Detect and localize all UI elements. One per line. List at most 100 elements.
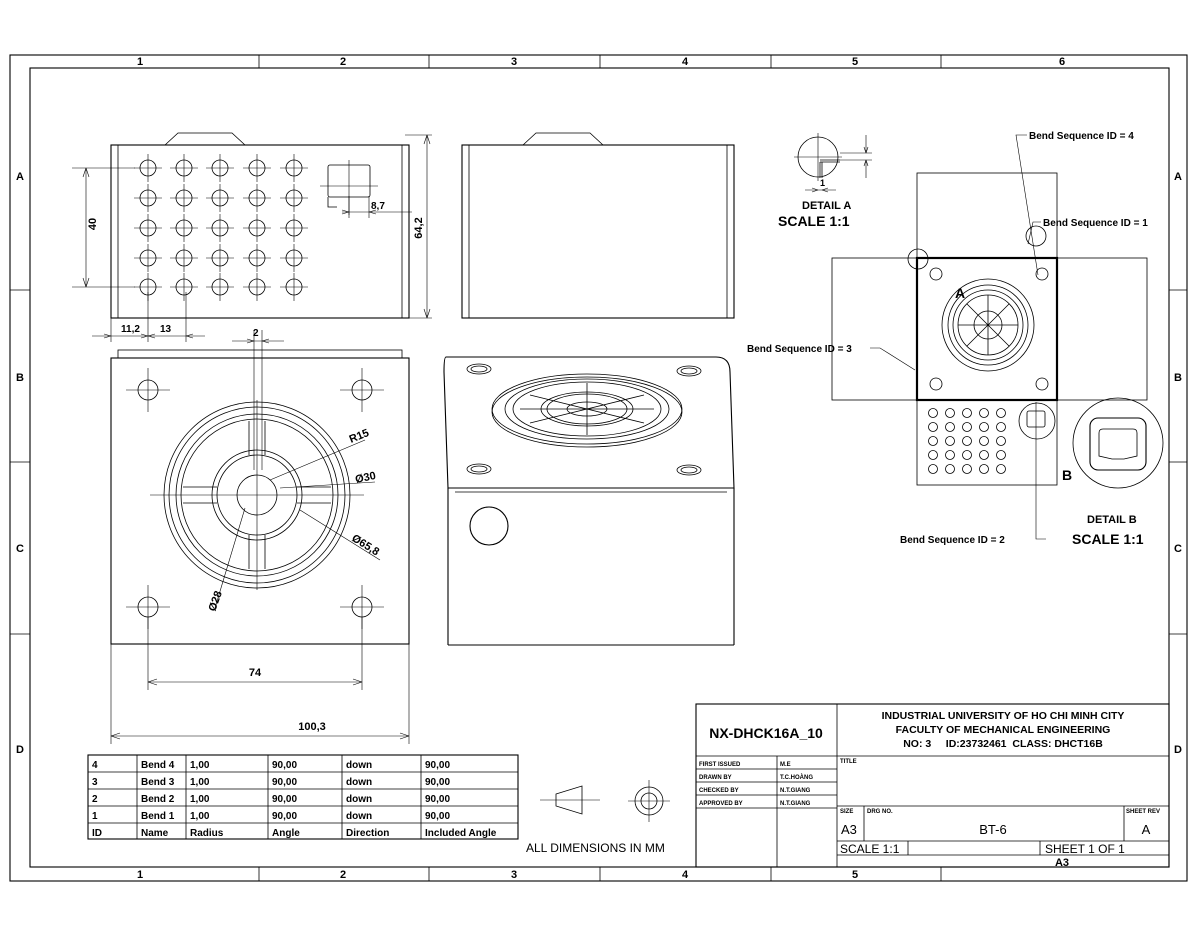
hole-grid [134, 154, 308, 301]
grid-hole [280, 244, 308, 272]
flat-dot [945, 450, 955, 460]
bend-callout-3: Bend Sequence ID = 3 [747, 344, 852, 355]
title-label: TITLE [840, 759, 857, 765]
grid-hole [206, 184, 234, 212]
flat-pattern: A B [831, 172, 1148, 486]
grid-hole [170, 184, 198, 212]
zone-left-b: B [16, 372, 24, 384]
faculty-name: FACULTY OF MECHANICAL ENGINEERING [896, 724, 1111, 736]
zone-bottom-3: 3 [511, 869, 517, 881]
grid-hole [280, 214, 308, 242]
size-label: SIZE [840, 809, 853, 815]
zone-bottom-1: 1 [137, 869, 143, 881]
size-value: A3 [841, 822, 857, 837]
dim-detail-a-1: 1 [820, 178, 825, 188]
grid-hole [243, 154, 271, 182]
bend-table-cell: Bend 3 [141, 777, 175, 788]
detail-a: 1 DETAIL A SCALE 1:1 [778, 133, 872, 229]
grid-hole [134, 154, 162, 182]
zone-bottom-4: 4 [682, 869, 689, 881]
grid-hole [170, 214, 198, 242]
detail-a-scale: SCALE 1:1 [778, 213, 850, 229]
bend-table-cell: 4 [92, 760, 98, 771]
bend-table-cell: 90,00 [425, 760, 450, 771]
bend-callout-2: Bend Sequence ID = 2 [900, 535, 1005, 546]
sheet-rev-value: A [1142, 822, 1151, 837]
bend-table-cell: Bend 2 [141, 794, 175, 805]
grid-hole [170, 244, 198, 272]
detail-a-title: DETAIL A [802, 200, 851, 212]
approved-by-value: N.T.GIANG [780, 801, 811, 807]
sheet-rev-label: SHEET REV [1126, 809, 1160, 815]
grid-hole [206, 154, 234, 182]
flat-dot [979, 436, 989, 446]
flat-dot-grid [928, 408, 1006, 474]
flat-dot [945, 408, 955, 418]
detail-b-marker: B [1062, 467, 1072, 483]
fan-grille-isometric [491, 373, 683, 448]
checked-by-label: CHECKED BY [699, 788, 739, 794]
dim-width-100-3: 100,3 [298, 721, 326, 733]
grid-hole [280, 184, 308, 212]
isometric-view [443, 356, 735, 646]
bend-table-cell: Bend 1 [141, 811, 175, 822]
bend-table-header: Angle [272, 828, 300, 839]
zone-bottom-5: 5 [852, 869, 858, 881]
bend-table-cell: down [346, 777, 372, 788]
zone-top-6: 6 [1059, 56, 1065, 68]
approved-by-label: APPROVED BY [699, 801, 743, 807]
zone-top-1: 1 [137, 56, 143, 68]
flat-dot [979, 464, 989, 474]
dim-radius-r15: R15 [348, 427, 371, 446]
bend-table-cell: 2 [92, 794, 98, 805]
bend-table-cell: Bend 4 [141, 760, 175, 771]
zone-top-4: 4 [682, 56, 689, 68]
bend-table-cell: down [346, 794, 372, 805]
side-hole [469, 506, 509, 546]
first-issued-label: FIRST ISSUED [699, 762, 741, 768]
grid-hole [243, 273, 271, 301]
grid-hole [170, 154, 198, 182]
zone-top-5: 5 [852, 56, 858, 68]
flat-dot [928, 408, 938, 418]
bend-table-header: Radius [190, 828, 224, 839]
title-block: NX-DHCK16A_10 INDUSTRIAL UNIVERSITY OF H… [695, 703, 1170, 869]
first-issued-value: M.E [780, 762, 791, 768]
grid-hole [134, 184, 162, 212]
grid-hole [280, 273, 308, 301]
zone-left-a: A [16, 171, 24, 183]
flat-dot [962, 422, 972, 432]
top-view: R15 Ø30 Ø65,8 Ø28 [110, 349, 410, 645]
student-info: NO: 3 ID:23732461 CLASS: DHCT16B [903, 738, 1103, 750]
flat-dot [979, 450, 989, 460]
drawing-code: NX-DHCK16A_10 [709, 725, 823, 741]
bend-table-cell: 90,00 [272, 811, 297, 822]
zone-right-c: C [1174, 543, 1182, 555]
zone-top-2: 2 [340, 56, 346, 68]
flat-dot [945, 464, 955, 474]
bend-table-cell: 3 [92, 777, 98, 788]
sheet-count: SHEET 1 OF 1 [1045, 842, 1125, 856]
detail-b-scale: SCALE 1:1 [1072, 531, 1144, 547]
dim-height-40: 40 [87, 218, 99, 230]
sheet-frame [9, 54, 1188, 882]
drg-no-value: BT-6 [979, 822, 1006, 837]
dim-width-8-7: 8,7 [371, 201, 385, 212]
fan-grille-top [150, 400, 364, 590]
bend-table-cell: 1,00 [190, 794, 210, 805]
drawn-by-value: T.C.HOÀNG [780, 774, 813, 781]
flat-dot [928, 450, 938, 460]
zone-right-a: A [1174, 171, 1182, 183]
corner-hole-tl [126, 368, 170, 412]
dim-dia-30: Ø30 [354, 470, 377, 486]
bend-table-cell: down [346, 811, 372, 822]
bend-table-cell: 90,00 [425, 777, 450, 788]
flat-dot [962, 408, 972, 418]
university-name: INDUSTRIAL UNIVERSITY OF HO CHI MINH CIT… [882, 710, 1125, 722]
grid-hole [243, 214, 271, 242]
dim-pitch-11-2: 11,2 [121, 324, 140, 335]
bend-table-cell: down [346, 760, 372, 771]
flat-dot [996, 450, 1006, 460]
dim-dia-28: Ø28 [207, 589, 225, 613]
